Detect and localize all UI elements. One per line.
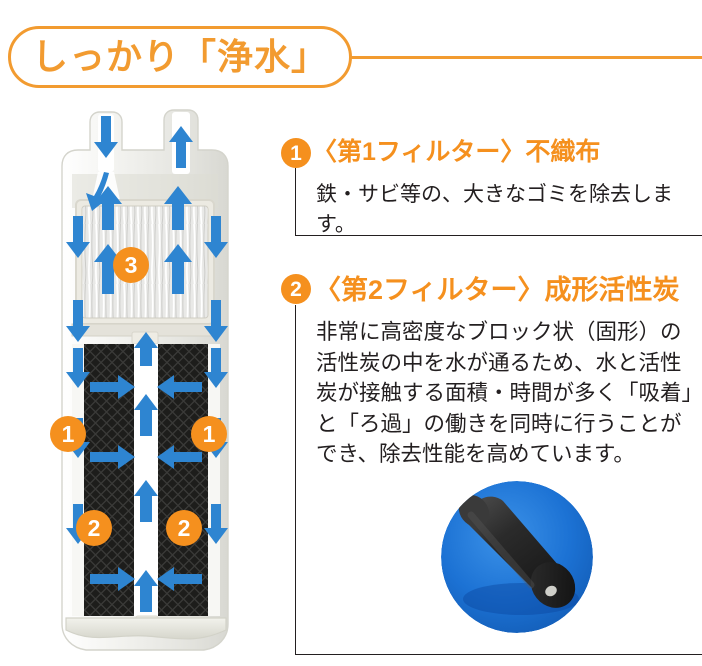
section-1-heading: 〈第1フィルター〉不織布	[312, 138, 601, 166]
section-2-body: 非常に高密度なブロック状（固形）の活性炭の中を水が通るため、水と活性炭が接触する…	[316, 320, 693, 467]
title-connector-line	[348, 56, 702, 59]
diagram-badge-1-right: 1	[191, 416, 227, 452]
section-2-bracket	[295, 305, 702, 655]
section-2-badge: 2	[281, 274, 311, 304]
section-1-bracket	[295, 168, 702, 236]
svg-text:3: 3	[125, 252, 138, 278]
page-title: しっかり「浄水」	[31, 36, 328, 77]
filter-cutaway-diagram: 3 1 1 2 2	[46, 104, 276, 660]
activated-carbon-block-photo	[441, 481, 593, 633]
section-2-heading: 〈第2フィルター〉成形活性炭	[314, 275, 680, 305]
diagram-badge-1-left: 1	[50, 416, 86, 452]
diagram-badge-2-left: 2	[76, 510, 112, 546]
diagram-badge-2-right: 2	[166, 510, 202, 546]
section-1-body: 鉄・サビ等の、大きなゴミを除去します。	[316, 183, 673, 236]
svg-text:1: 1	[62, 421, 75, 447]
title-banner: しっかり「浄水」	[8, 26, 352, 88]
svg-text:1: 1	[203, 421, 216, 447]
diagram-badge-3: 3	[113, 247, 149, 283]
svg-text:2: 2	[178, 515, 191, 541]
section-1-badge: 1	[281, 138, 311, 168]
svg-text:2: 2	[88, 515, 101, 541]
